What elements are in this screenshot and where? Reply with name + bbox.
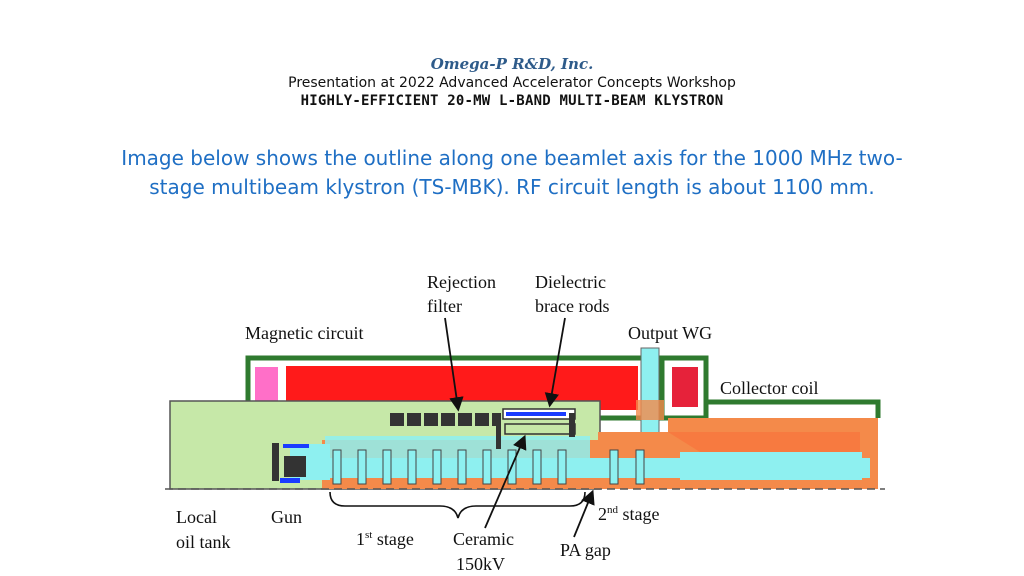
label-first-stage-number: 1 [356, 529, 365, 549]
first-stage-brace [329, 491, 586, 519]
collector-taper [668, 432, 860, 452]
label-first-stage-word: stage [372, 529, 413, 549]
label-collector-coil: Collector coil [720, 378, 818, 398]
description-line-1: Image below shows the outline along one … [121, 146, 903, 170]
event-subtitle: Presentation at 2022 Advanced Accelerato… [288, 75, 736, 91]
label-magnetic-circuit: Magnetic circuit [245, 323, 363, 343]
label-output-wg: Output WG [628, 323, 712, 343]
presentation-title: HIGHLY-EFFICIENT 20-MW L-BAND MULTI-BEAM… [300, 93, 724, 109]
label-second-stage-number: 2 [598, 504, 607, 524]
label-rejection-filter-1: Rejection [427, 272, 496, 292]
ceramic-insulator [504, 423, 576, 435]
description-line-2: stage multibeam klystron (TS-MBK). RF ci… [149, 175, 875, 199]
description: Image below shows the outline along one … [40, 144, 984, 202]
label-pa-gap: PA gap [560, 540, 611, 560]
gun-frame [272, 443, 279, 481]
label-first-stage: 1st stage [356, 529, 414, 549]
label-ceramic-1: Ceramic [453, 529, 514, 549]
label-second-stage: 2nd stage [598, 504, 659, 524]
collector-frame-step [703, 365, 881, 418]
label-second-stage-sup: nd [607, 504, 619, 516]
label-local-oil-tank-1: Local [176, 507, 217, 527]
ceramic-end-post [569, 413, 575, 437]
label-rejection-filter-2: filter [427, 296, 462, 316]
gun-anode-line [283, 444, 309, 448]
label-gun: Gun [271, 507, 302, 527]
arrow-dielectric-rods [544, 317, 566, 408]
magnetic-coil-pink [255, 367, 278, 409]
rejection-filter-stem [496, 413, 501, 449]
label-local-oil-tank-2: oil tank [176, 532, 231, 552]
gun-cathode [284, 456, 306, 477]
vacuum-collector [680, 452, 862, 480]
label-dielectric-rods-1: Dielectric [535, 272, 606, 292]
arrow-pa-gap [573, 489, 595, 538]
arrow-ceramic [484, 434, 527, 529]
label-second-stage-word: stage [618, 504, 659, 524]
output-waveguide-flange [636, 400, 664, 420]
gun-focus-electrode [280, 478, 300, 483]
arrow-rejection-filter [444, 317, 464, 412]
label-first-stage-sup: st [365, 529, 372, 541]
dielectric-rod-blue [506, 412, 566, 416]
label-ceramic-2: 150kV [456, 554, 505, 574]
collector-coil-block [672, 367, 698, 407]
label-dielectric-rods-2: brace rods [535, 296, 609, 316]
company-name: Omega-P R&D, Inc. [430, 55, 594, 73]
